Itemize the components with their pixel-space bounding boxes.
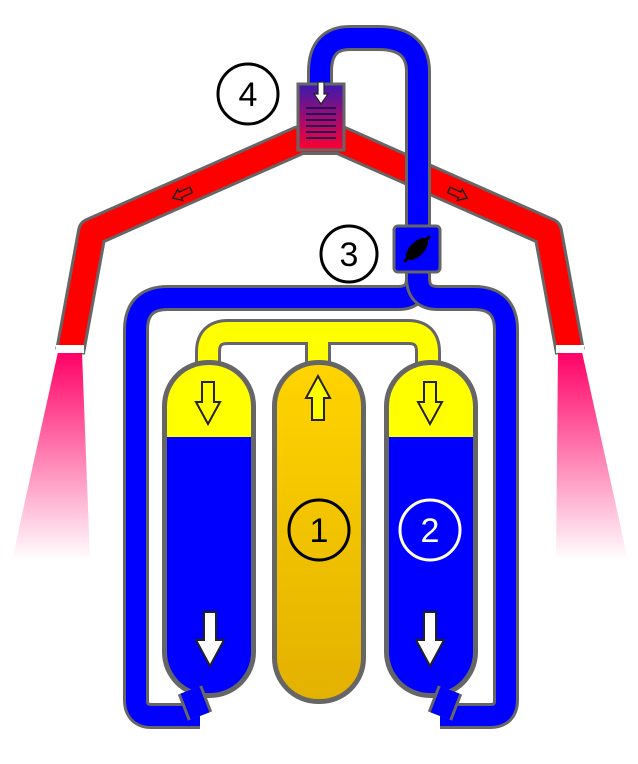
right-tank-gas-arrow-icon (416, 381, 444, 427)
hot-pipe-arrow-right-icon (446, 186, 469, 202)
center-tank (272, 360, 366, 704)
marker-4-label: 4 (239, 76, 258, 114)
valve-icon (403, 235, 431, 263)
marker-1-label: 1 (310, 512, 329, 550)
marker-2-label: 2 (421, 512, 440, 550)
valve (392, 224, 442, 274)
left-tank-gas-arrow-icon (194, 381, 222, 427)
tank-bottom-connectors (177, 685, 463, 721)
heat-exchanger-inlet-arrow-icon (312, 81, 330, 106)
marker-3-label: 3 (340, 236, 359, 274)
hot-pipe-arrow-left-icon (171, 186, 194, 202)
right-tank-down-arrow-icon (414, 611, 446, 669)
marker-1: 1 (287, 498, 351, 562)
marker-4: 4 (216, 62, 280, 126)
center-tank-up-arrow-icon (304, 373, 332, 421)
heat-exchanger (296, 81, 346, 152)
right-tank (384, 360, 478, 698)
marker-3: 3 (319, 224, 379, 284)
left-exhaust-plume (12, 352, 90, 560)
right-exhaust-plume (556, 352, 628, 560)
left-tank-down-arrow-icon (194, 611, 226, 669)
marker-2: 2 (398, 498, 462, 562)
cold-pipe (123, 25, 519, 729)
